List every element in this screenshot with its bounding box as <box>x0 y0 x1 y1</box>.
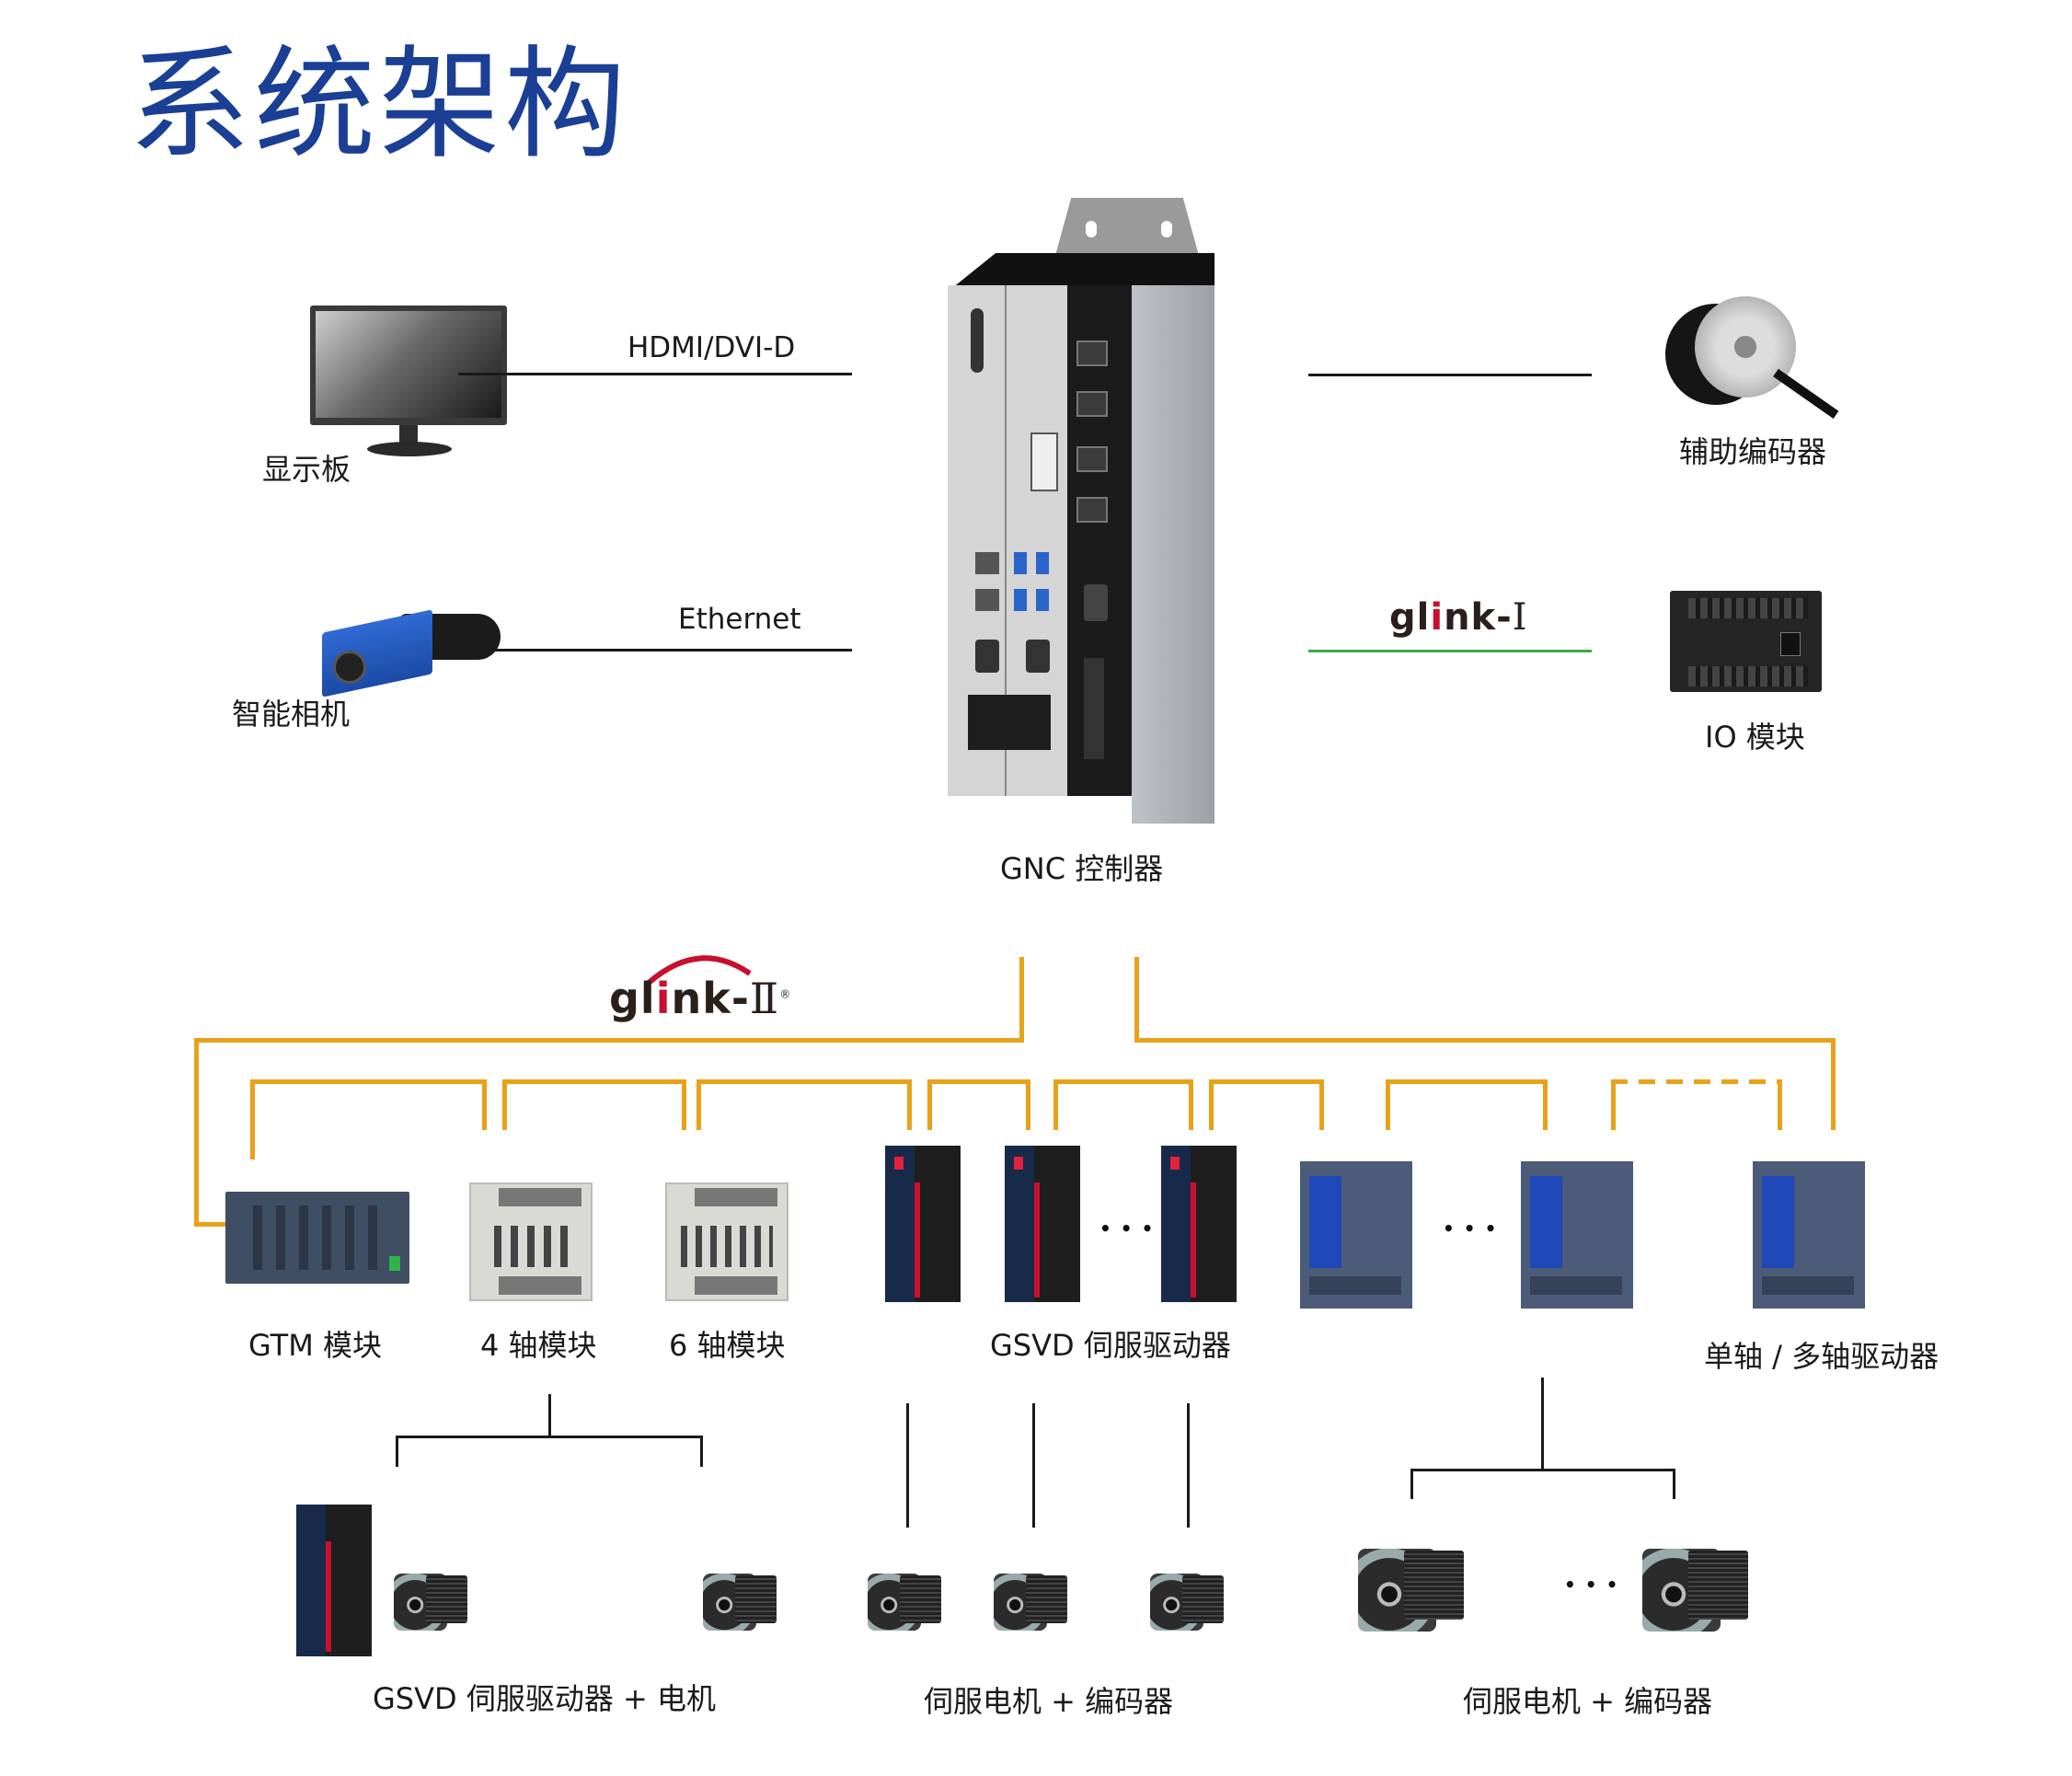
glink-2-roman: Ⅱ <box>749 974 780 1023</box>
glink-2-arc <box>647 955 752 986</box>
registered-mark: ® <box>779 987 792 1001</box>
gsvd-drive-icon <box>885 1146 961 1302</box>
gsvd-drive-icon <box>1161 1146 1237 1302</box>
connector-line <box>1410 1469 1675 1471</box>
page-title: 系统架构 <box>129 34 629 176</box>
servo-motor-icon <box>994 1564 1067 1633</box>
connector-line <box>1410 1469 1413 1499</box>
controller-label: GNC 控制器 <box>1000 851 1164 886</box>
glink-2-logo: glink-Ⅱ® <box>609 974 791 1023</box>
servo-motor-icon <box>1358 1532 1464 1633</box>
drive-motor-label: GSVD 伺服驱动器 + 电机 <box>373 1681 716 1716</box>
glink-2-rest: nk- <box>671 974 750 1023</box>
camera-icon <box>296 603 508 698</box>
multi-axis-drive-icon <box>1753 1161 1865 1309</box>
servo-motor-icon <box>394 1564 467 1633</box>
glink-1-g: gl <box>1389 596 1431 639</box>
camera-label: 智能相机 <box>232 697 351 732</box>
6-axis-module-label: 6 轴模块 <box>669 1328 786 1363</box>
4-axis-module-label: 4 轴模块 <box>480 1328 597 1363</box>
gnc-controller <box>948 198 1214 824</box>
connector-line <box>700 1436 703 1467</box>
connector-line <box>1032 1403 1035 1528</box>
multi-axis-drive-icon <box>1521 1161 1633 1309</box>
ethernet-connection-line <box>458 649 852 652</box>
monitor-icon <box>310 306 507 457</box>
connector-line <box>396 1436 703 1438</box>
6-axis-module-icon <box>665 1182 789 1301</box>
gsvd-drive-icon <box>296 1505 372 1656</box>
ellipsis: ••• <box>1099 1217 1163 1240</box>
servo-motor-icon <box>1642 1532 1748 1633</box>
encoder-icon <box>1665 294 1849 419</box>
encoder-connection-line <box>1308 374 1592 376</box>
glink-1-connection-line <box>1308 650 1592 652</box>
connector-line <box>396 1436 398 1467</box>
servo-motor-icon <box>868 1564 941 1633</box>
connector-line <box>1187 1403 1190 1528</box>
gtm-module-label: GTM 模块 <box>248 1328 382 1363</box>
motor-encoder-label: 伺服电机 + 编码器 <box>1463 1684 1713 1719</box>
connector-line <box>548 1394 551 1437</box>
4-axis-module-icon <box>469 1182 593 1301</box>
multi-axis-drive-icon <box>1300 1161 1412 1309</box>
glink-2-g: gl <box>609 974 656 1023</box>
gsvd-drive-label: GSVD 伺服驱动器 <box>990 1328 1231 1363</box>
ellipsis: ••• <box>1443 1217 1506 1240</box>
hdmi-connection-label: HDMI/DVI-D <box>627 331 796 364</box>
multi-axis-drive-label: 单轴 / 多轴驱动器 <box>1704 1339 1940 1374</box>
connector-line <box>906 1403 909 1528</box>
gtm-module-icon <box>225 1192 409 1284</box>
encoder-label: 辅助编码器 <box>1679 434 1827 469</box>
gsvd-drive-icon <box>1005 1146 1080 1302</box>
glink-1-roman: Ⅰ <box>1512 596 1528 639</box>
motor-encoder-label: 伺服电机 + 编码器 <box>924 1684 1174 1719</box>
monitor-label: 显示板 <box>262 452 351 487</box>
io-module-label: IO 模块 <box>1705 720 1805 755</box>
glink-1-i: i <box>1430 596 1445 639</box>
io-module-icon <box>1670 582 1822 701</box>
ellipsis: ••• <box>1564 1574 1628 1596</box>
glink-1-rest: nk- <box>1444 596 1513 639</box>
ethernet-connection-label: Ethernet <box>678 603 801 636</box>
servo-motor-icon <box>1150 1564 1224 1633</box>
hdmi-connection-line <box>458 373 852 375</box>
connector-line <box>1673 1469 1675 1499</box>
glink-1-logo: glink-Ⅰ <box>1389 596 1528 639</box>
glink-2-i: i <box>655 974 672 1023</box>
connector-line <box>1541 1378 1544 1470</box>
servo-motor-icon <box>703 1564 777 1633</box>
